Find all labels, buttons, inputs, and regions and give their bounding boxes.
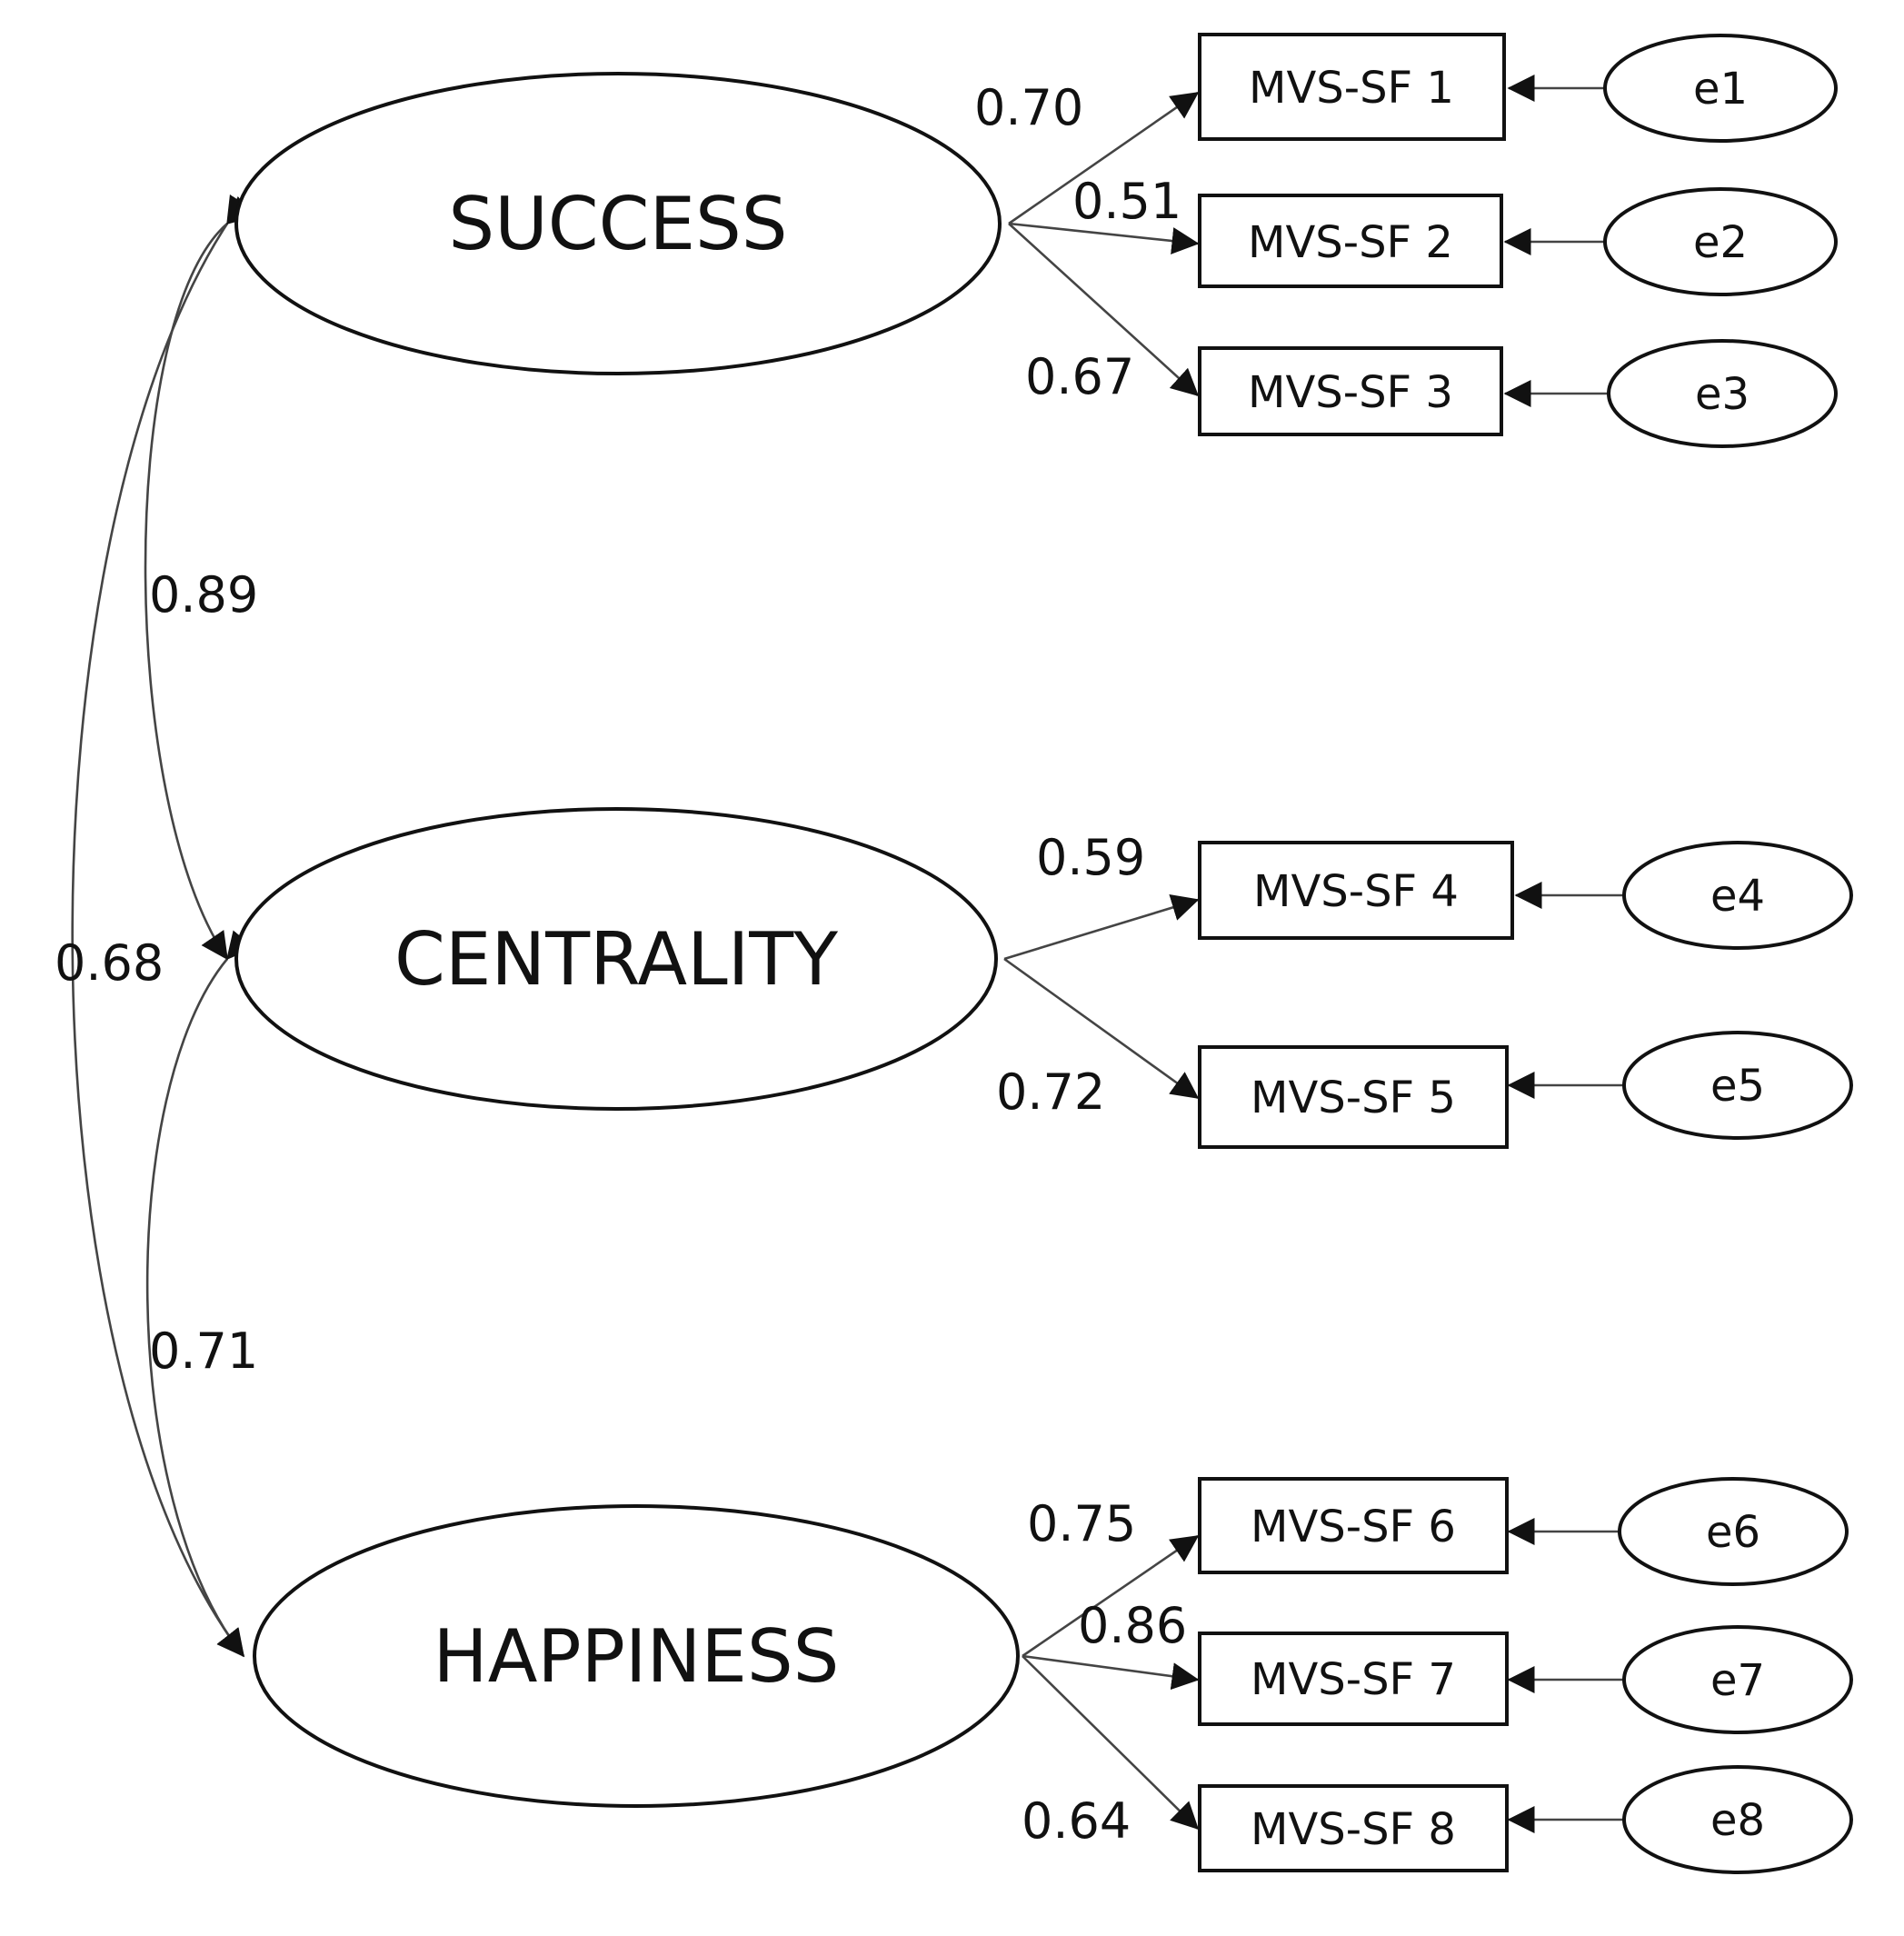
correlation-coefficient-centrality-happiness: 0.71 (149, 1322, 258, 1380)
loading-paths (1003, 91, 1200, 1831)
indicator-8: MVS-SF 8 (1198, 1784, 1509, 1872)
latent-label: HAPPINESS (434, 1614, 840, 1699)
indicator-box (1198, 1045, 1509, 1149)
correlation-path-success-centrality (144, 195, 256, 961)
error-term-5: e5 (1622, 1031, 1853, 1140)
correlation-path-centrality-happiness (145, 930, 254, 1658)
indicator-label: MVS-SF 6 (1251, 1502, 1456, 1552)
loading-coefficient-5: 0.72 (996, 1063, 1105, 1121)
indicator-2: MVS-SF 2 (1198, 194, 1503, 288)
latent-ellipse (234, 72, 1002, 375)
loading-arrow-6 (1022, 1534, 1200, 1658)
loading-coefficient-8: 0.64 (1022, 1792, 1131, 1850)
error-ellipse (1607, 339, 1838, 448)
indicator-6: MVS-SF 6 (1198, 1477, 1509, 1574)
error-term-7: e7 (1622, 1625, 1853, 1734)
error-term-1: e1 (1603, 34, 1838, 143)
error-label: e2 (1693, 217, 1748, 268)
loading-coefficients: 0.70 0.51 0.67 0.59 0.72 0.75 0.86 0.64 (974, 79, 1187, 1850)
error-ellipse (1622, 1031, 1853, 1140)
latent-label: CENTRALITY (394, 917, 839, 1002)
error-ellipse (1603, 34, 1838, 143)
error-ellipse (1622, 1765, 1853, 1874)
latent-ellipse (234, 807, 998, 1111)
indicator-label: MVS-SF 3 (1248, 367, 1453, 418)
error-ellipse (1622, 841, 1853, 950)
error-label: e3 (1695, 369, 1749, 420)
indicator-label: MVS-SF 2 (1248, 217, 1453, 268)
indicator-7: MVS-SF 7 (1198, 1632, 1509, 1726)
indicator-box (1198, 346, 1503, 436)
indicator-label: MVS-SF 8 (1251, 1804, 1456, 1855)
indicator-box (1198, 1784, 1509, 1872)
indicator-5: MVS-SF 5 (1198, 1045, 1509, 1149)
error-ellipse (1603, 187, 1838, 296)
loading-arrow-3 (1008, 223, 1200, 397)
latent-ellipse (253, 1504, 1020, 1808)
error-label: e4 (1710, 871, 1765, 922)
error-label: e5 (1710, 1061, 1765, 1112)
indicator-boxes: MVS-SF 1 MVS-SF 2 MVS-SF 3 MVS-SF 4 MVS-… (1198, 33, 1514, 1872)
correlation-coefficients: 0.89 0.68 0.71 (55, 566, 258, 1380)
indicator-box (1198, 1477, 1509, 1574)
loading-arrow-1 (1008, 91, 1200, 225)
indicator-3: MVS-SF 3 (1198, 346, 1503, 436)
latent-centrality: CENTRALITY (234, 807, 998, 1111)
error-label: e8 (1710, 1795, 1765, 1846)
error-term-6: e6 (1618, 1477, 1849, 1586)
indicator-label: MVS-SF 1 (1249, 63, 1454, 114)
correlation-coefficient-success-happiness: 0.68 (55, 934, 164, 992)
loading-coefficient-1: 0.70 (974, 79, 1083, 136)
error-paths (1503, 75, 1629, 1833)
indicator-label: MVS-SF 5 (1251, 1073, 1456, 1123)
indicator-box (1198, 841, 1514, 940)
indicator-4: MVS-SF 4 (1198, 841, 1514, 940)
loading-coefficient-7: 0.86 (1078, 1597, 1187, 1654)
latent-label: SUCCESS (448, 182, 787, 266)
loading-arrow-5 (1003, 957, 1200, 1100)
correlation-path-success-happiness (71, 194, 254, 1658)
loading-coefficient-3: 0.67 (1025, 348, 1134, 405)
indicator-box (1198, 194, 1503, 288)
loading-arrow-4 (1003, 893, 1200, 961)
loading-coefficient-4: 0.59 (1036, 829, 1145, 886)
loading-coefficient-6: 0.75 (1027, 1495, 1136, 1552)
loading-arrow-2 (1008, 222, 1200, 254)
indicator-label: MVS-SF 4 (1253, 866, 1459, 917)
error-label: e1 (1693, 64, 1748, 115)
error-ellipse (1622, 1625, 1853, 1734)
error-term-4: e4 (1622, 841, 1853, 950)
error-ellipse (1618, 1477, 1849, 1586)
indicator-box (1198, 1632, 1509, 1726)
indicator-label: MVS-SF 7 (1251, 1654, 1456, 1705)
error-label: e6 (1706, 1507, 1760, 1558)
correlation-paths (71, 194, 256, 1658)
error-term-2: e2 (1603, 187, 1838, 296)
loading-coefficient-2: 0.51 (1072, 173, 1181, 230)
latent-happiness: HAPPINESS (253, 1504, 1020, 1808)
loading-arrow-8 (1022, 1655, 1200, 1831)
indicator-1: MVS-SF 1 (1198, 33, 1506, 141)
error-term-3: e3 (1607, 339, 1838, 448)
indicator-box (1198, 33, 1506, 141)
error-term-8: e8 (1622, 1765, 1853, 1874)
loading-arrow-7 (1022, 1654, 1200, 1691)
correlation-coefficient-success-centrality: 0.89 (149, 566, 258, 624)
error-terms: e1 e2 e3 e4 e5 e6 e7 e8 (1603, 34, 1853, 1874)
latent-success: SUCCESS (234, 72, 1002, 375)
error-label: e7 (1710, 1655, 1765, 1706)
